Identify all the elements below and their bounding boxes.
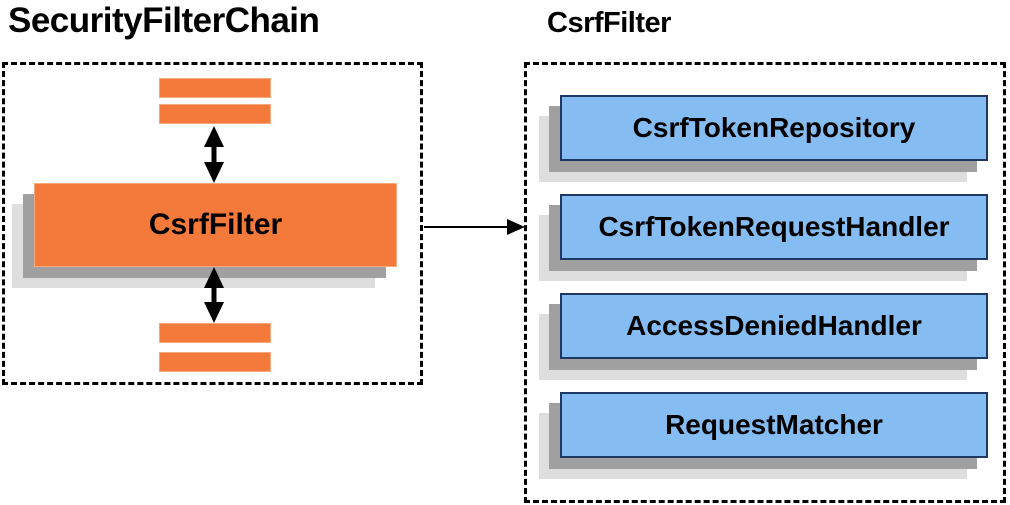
component-box-access-denied-handler: AccessDeniedHandler xyxy=(560,293,988,359)
component-label: CsrfTokenRequestHandler xyxy=(598,211,950,242)
component-box-request-matcher: RequestMatcher xyxy=(560,392,988,458)
component-box-csrf-token-request-handler: CsrfTokenRequestHandler xyxy=(560,194,988,260)
filter-stack-bar xyxy=(159,352,271,372)
csrf-filter-title: CsrfFilter xyxy=(547,7,671,39)
security-filter-chain-container xyxy=(2,62,423,385)
csrf-filter-components-container xyxy=(524,62,1006,503)
component-box-csrf-token-repository: CsrfTokenRepository xyxy=(560,95,988,161)
csrf-filter-box: CsrfFilter xyxy=(34,183,397,267)
csrf-filter-box-label: CsrfFilter xyxy=(148,208,283,241)
bidirectional-arrow-icon xyxy=(202,267,226,323)
filter-stack-bar xyxy=(159,323,271,343)
component-label: RequestMatcher xyxy=(665,409,883,440)
arrow-right-icon xyxy=(424,217,525,237)
security-filter-chain-title: SecurityFilterChain xyxy=(8,1,320,40)
filter-stack-bar xyxy=(159,78,271,98)
component-label: AccessDeniedHandler xyxy=(626,310,922,341)
component-label: CsrfTokenRepository xyxy=(632,112,916,143)
filter-stack-bar xyxy=(159,104,271,124)
bidirectional-arrow-icon xyxy=(202,126,226,183)
